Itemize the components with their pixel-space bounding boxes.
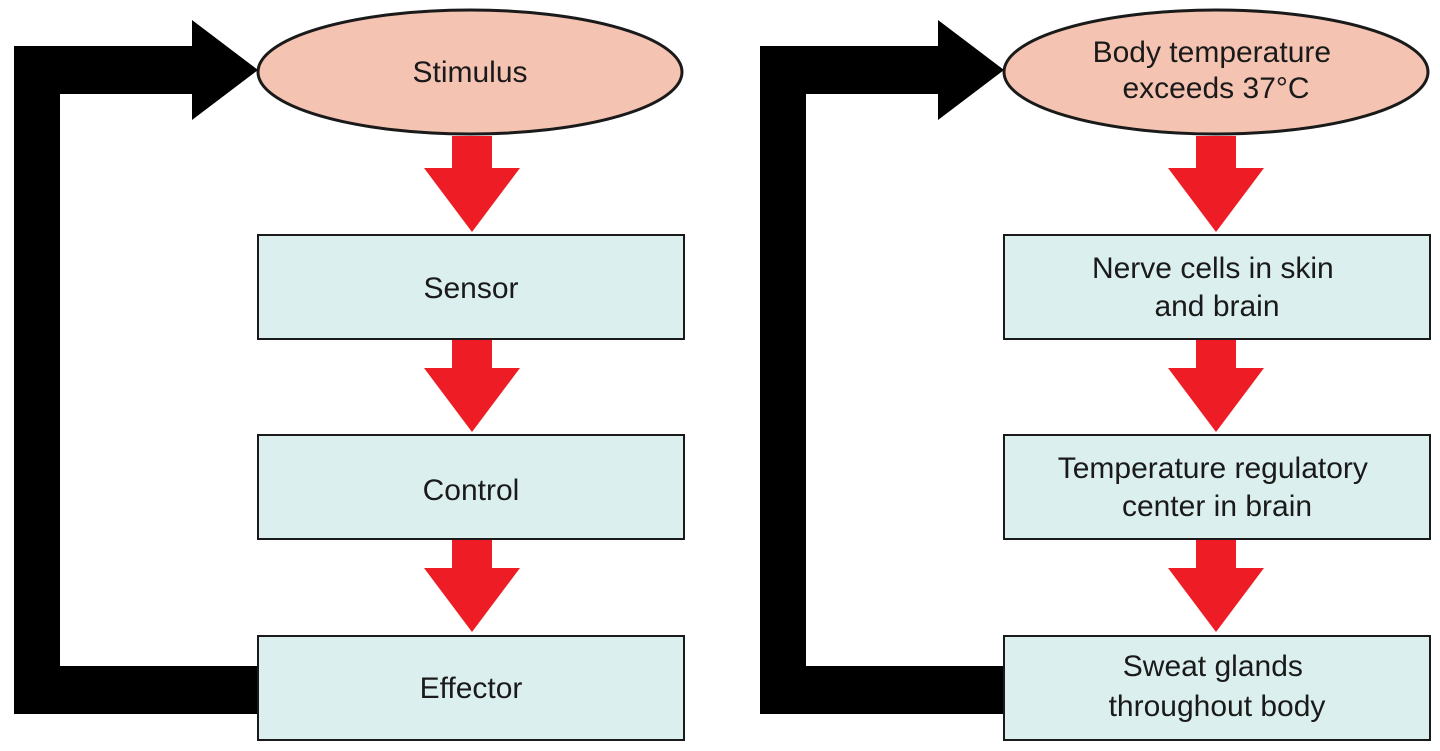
stimulus-label: Stimulus [412,56,527,89]
control-box [257,434,685,540]
sweat-glands-box [1003,635,1431,741]
left-down-arrow-3 [424,540,520,632]
right-down-arrow-2 [1168,340,1264,432]
body-temperature-oval [1002,8,1430,136]
temperature-center-label: Temperature regulatory center in brain [1058,452,1377,523]
stimulus-oval [256,8,684,136]
right-panel: Body temperature exceeds 37°C Nerve cell… [760,8,1431,741]
left-down-arrow-1 [424,136,520,232]
effector-label: Effector [420,672,523,705]
nerve-cells-box [1003,234,1431,340]
left-feedback-loop-arrow [14,20,260,714]
right-feedback-loop-arrow [760,20,1006,714]
effector-box [257,635,685,741]
temperature-center-box [1003,434,1431,540]
sensor-box [257,234,685,340]
body-temperature-label: Body temperature exceeds 37°C [1093,36,1340,105]
left-down-arrow-2 [424,340,520,432]
left-panel: Stimulus Sensor Control Effector [14,8,685,741]
nerve-cells-label: Nerve cells in skin and brain [1092,252,1342,323]
control-label: Control [423,474,520,507]
sweat-glands-label: Sweat glands throughout body [1109,650,1326,723]
right-down-arrow-1 [1168,136,1264,232]
sensor-label: Sensor [423,272,518,305]
right-down-arrow-3 [1168,540,1264,632]
